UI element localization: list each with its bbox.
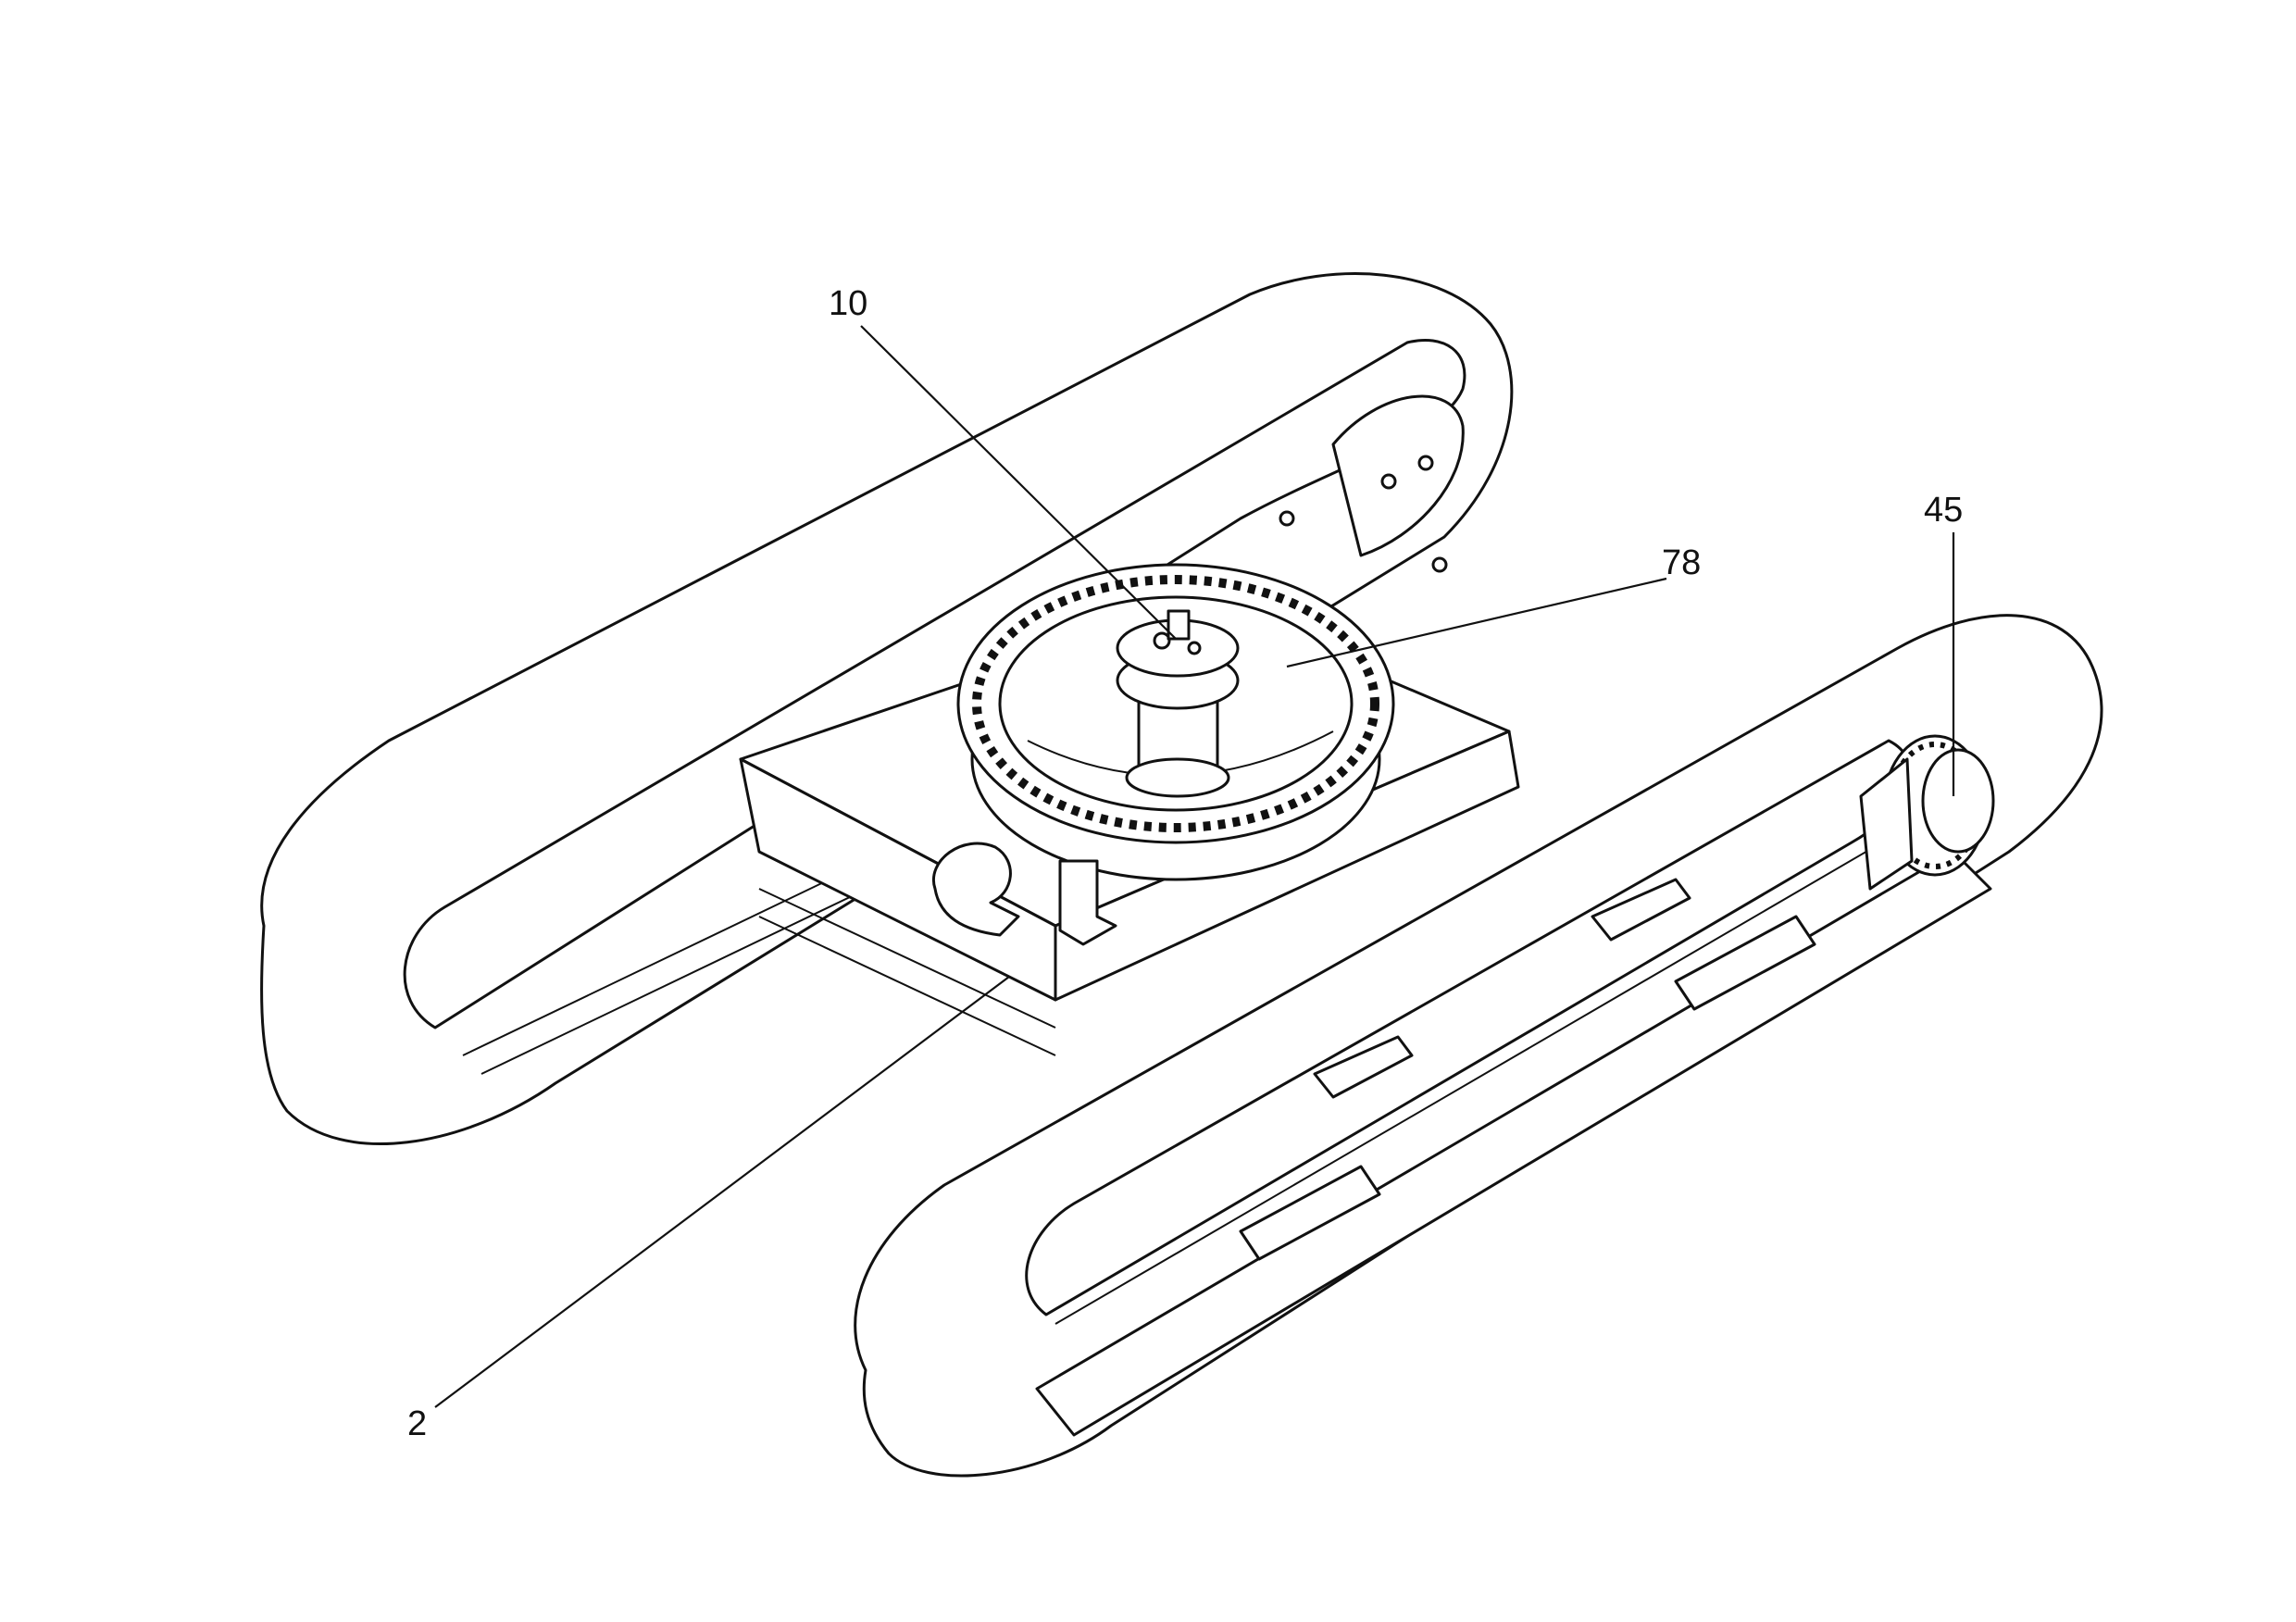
travel-motor-housing: [1859, 757, 1914, 891]
swivel-fitting: [1167, 609, 1191, 641]
travel-motor: [1859, 734, 1995, 891]
right-carrier-roller: [1313, 1035, 1414, 1099]
right-roller-guard-1: [1239, 1165, 1381, 1261]
travel-motor-hub: [1921, 748, 1995, 854]
right-track-roller-line: [1054, 832, 1899, 1325]
car-body-lower-beam: [758, 888, 1056, 1056]
leader-line-10: [860, 325, 1177, 640]
tow-lug: [1058, 859, 1117, 946]
callout-labels: 10 78 45 2: [407, 284, 1963, 1443]
leader-lines: [434, 325, 1955, 1408]
idler-bolt: [1380, 473, 1397, 490]
center-swivel-joint: [1116, 609, 1240, 798]
callout-label-2: 2: [407, 1404, 427, 1443]
swivel-port: [1153, 631, 1171, 650]
idler-bolt: [1431, 556, 1448, 573]
right-track-lower-links: [1035, 850, 1992, 1437]
idler-bolt: [1279, 510, 1295, 527]
leader-line-2: [434, 976, 1010, 1408]
tow-hook-shape: [931, 842, 1020, 937]
tow-hook: [931, 842, 1117, 946]
callout-label-78: 78: [1662, 543, 1701, 582]
right-carrier-roller: [1591, 878, 1691, 942]
left-idler-housing: [1331, 394, 1465, 557]
right-track-assembly: [854, 614, 2103, 1478]
idler-bolt: [1417, 455, 1434, 471]
swivel-column-base: [1125, 757, 1230, 798]
callout-label-45: 45: [1924, 491, 1963, 530]
callout-label-10: 10: [829, 284, 867, 323]
right-roller-guard-2: [1674, 915, 1816, 1011]
leader-line-78: [1286, 577, 1667, 668]
swing-ring-teeth: [972, 575, 1379, 832]
swivel-port: [1187, 641, 1202, 655]
